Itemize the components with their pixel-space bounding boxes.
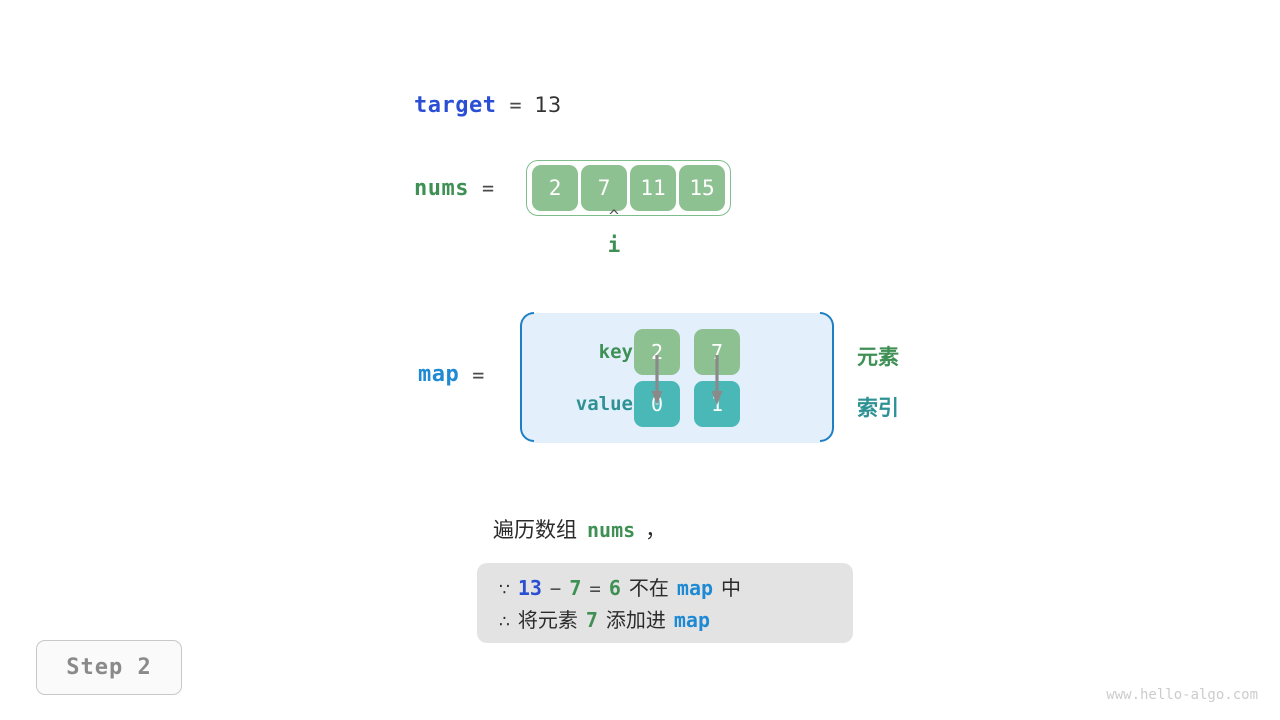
array-cell[interactable]: 2 xyxy=(532,165,579,211)
info-keyword-map: map xyxy=(673,608,710,632)
caption-suffix: ， xyxy=(645,518,667,542)
caption-line: 遍历数组 nums ， xyxy=(493,514,666,544)
nums-array-container: 2 7 11 15 xyxy=(526,160,732,216)
info-value-complement: 6 xyxy=(608,576,621,600)
map-variable-label: map xyxy=(418,362,460,387)
map-key-cell[interactable]: 7 xyxy=(694,329,740,375)
target-value: 13 xyxy=(534,93,562,117)
info-value-current: 7 xyxy=(569,576,582,600)
side-label-element: 元素 xyxy=(857,345,899,369)
caption-keyword-nums: nums xyxy=(587,518,636,542)
array-cell[interactable]: 11 xyxy=(630,165,677,211)
info-text-add-into: 添加进 xyxy=(605,608,666,632)
map-value-cell[interactable]: 0 xyxy=(634,381,680,427)
info-value-target: 13 xyxy=(517,576,542,600)
nums-equals-sign: = xyxy=(481,176,495,200)
target-row: target = 13 xyxy=(414,93,561,118)
explanation-line-2: ∴ 将元素 7 添加进 map xyxy=(499,605,831,637)
target-variable-label: target xyxy=(414,93,497,118)
map-value-row-label: value xyxy=(575,393,633,415)
step-badge: Step 2 xyxy=(36,640,182,695)
pointer-label-i: i xyxy=(607,233,621,257)
minus-operator: − xyxy=(549,578,562,600)
explanation-box: ∵ 13 − 7 = 6 不在 map 中 ∴ 将元素 7 添加进 map xyxy=(477,563,853,643)
therefore-symbol: ∴ xyxy=(499,612,510,632)
nums-row: nums = 2 7 11 15 xyxy=(414,160,732,216)
map-row: map = xyxy=(418,362,484,387)
info-keyword-map: map xyxy=(676,576,714,600)
explanation-line-1: ∵ 13 − 7 = 6 不在 map 中 xyxy=(499,573,831,605)
array-cell[interactable]: 7 xyxy=(581,165,628,211)
map-grid: key value 2 7 0 1 xyxy=(521,313,833,443)
target-equals-sign: = xyxy=(509,93,522,117)
array-cell[interactable]: 15 xyxy=(679,165,726,211)
info-text-add-element: 将元素 xyxy=(517,608,578,632)
watermark: www.hello-algo.com xyxy=(1106,687,1258,703)
pointer-caret-icon: ^ xyxy=(608,207,620,227)
map-value-cell[interactable]: 1 xyxy=(694,381,740,427)
caption-prefix: 遍历数组 xyxy=(493,518,577,542)
info-text-in: 中 xyxy=(721,576,742,600)
nums-variable-label: nums xyxy=(414,175,469,201)
side-label-index: 索引 xyxy=(857,396,899,420)
map-key-cell[interactable]: 2 xyxy=(634,329,680,375)
info-text-not-in: 不在 xyxy=(628,576,669,600)
equals-operator: = xyxy=(589,578,601,600)
map-equals-sign: = xyxy=(472,362,485,387)
because-symbol: ∵ xyxy=(499,580,510,600)
map-key-row-label: key xyxy=(598,341,633,363)
info-value-added: 7 xyxy=(585,608,598,632)
index-pointer-group: ^ i xyxy=(594,208,634,258)
